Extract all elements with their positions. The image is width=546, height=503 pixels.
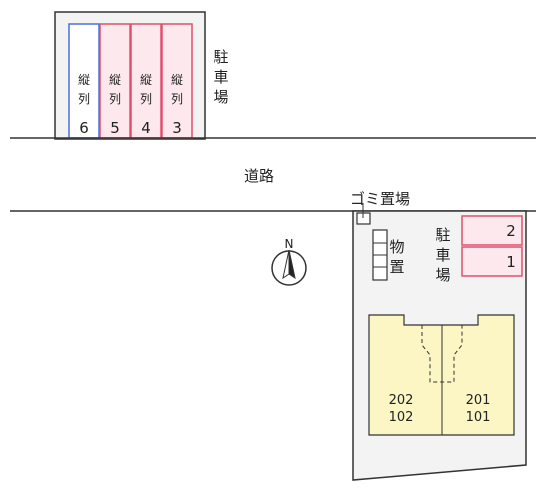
building-entrance bbox=[421, 325, 463, 383]
top-parking-label-1: 駐 bbox=[213, 48, 228, 66]
top-parking-label-3: 場 bbox=[213, 88, 228, 106]
side-parking-label-2: 車 bbox=[435, 246, 450, 264]
top-parking-slot-4 bbox=[130, 23, 162, 139]
top-parking-slot-text: 列 bbox=[109, 92, 121, 106]
road-label: 道路 bbox=[244, 167, 274, 185]
side-parking-number-1: 1 bbox=[506, 253, 516, 271]
top-parking-slot-number: 6 bbox=[79, 119, 89, 137]
top-parking-slot-text: 縦 bbox=[78, 73, 90, 87]
top-parking-slot-text: 列 bbox=[78, 92, 90, 106]
storage-label-1: 物 bbox=[389, 238, 404, 256]
side-parking-label-3: 場 bbox=[435, 266, 450, 284]
unit-202: 202 bbox=[389, 393, 414, 408]
garbage-label: ゴミ置場 bbox=[350, 190, 410, 208]
top-parking-slot-number: 3 bbox=[172, 119, 182, 137]
side-parking-number-2: 2 bbox=[506, 222, 516, 240]
side-parking-slot-2 bbox=[461, 215, 523, 246]
side-parking-label-1: 駐 bbox=[435, 226, 450, 244]
top-parking-slot-text: 縦 bbox=[171, 73, 183, 87]
top-parking-slot-number: 5 bbox=[110, 119, 120, 137]
north-label: N bbox=[285, 237, 294, 251]
unit-101: 101 bbox=[466, 410, 491, 425]
top-parking-slot-text: 列 bbox=[171, 92, 183, 106]
top-parking-slot-6 bbox=[68, 23, 100, 139]
unit-102: 102 bbox=[389, 410, 414, 425]
top-parking-slot-text: 縦 bbox=[140, 73, 152, 87]
storage-label-2: 置 bbox=[389, 258, 404, 276]
side-parking-slot-1 bbox=[461, 246, 523, 277]
top-parking-label-2: 車 bbox=[213, 68, 228, 86]
north-compass-icon bbox=[271, 249, 307, 286]
top-parking-slot-text: 列 bbox=[140, 92, 152, 106]
top-parking-slot-number: 4 bbox=[141, 119, 151, 137]
top-parking-slot-text: 縦 bbox=[109, 73, 121, 87]
unit-201: 201 bbox=[466, 393, 491, 408]
